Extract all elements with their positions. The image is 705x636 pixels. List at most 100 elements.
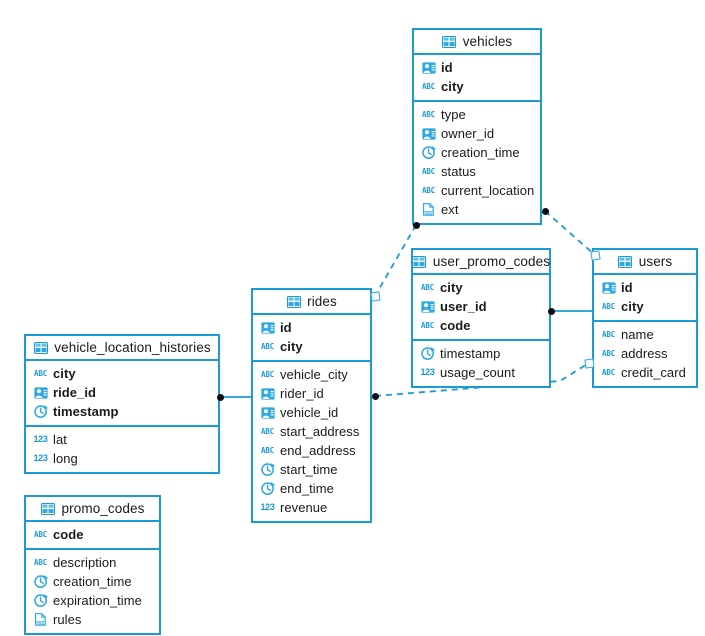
column-name: id [441,60,453,75]
table-title: rides [307,294,337,309]
column-row[interactable]: timestamp [413,344,549,363]
id-card-icon [421,61,436,74]
relationship-source-dot [216,393,224,401]
json-file-icon: JSON [421,203,436,216]
column-name: end_address [280,443,356,458]
id-card-icon [601,281,616,294]
column-row[interactable]: expiration_time [26,591,159,610]
column-row[interactable]: ABC name [594,325,696,344]
column-row[interactable]: owner_id [414,124,540,143]
relationship-vehicles-to-users[interactable] [544,210,596,256]
column-row[interactable]: timestamp [26,402,218,421]
column-name: usage_count [440,365,516,380]
id-card-icon [33,386,48,399]
table-header-vehicles[interactable]: vehicles [414,30,540,55]
table-title: vehicles [462,34,513,49]
column-row[interactable]: JSON rules [26,610,159,629]
id-card-icon [421,127,436,140]
column-name: rules [53,612,82,627]
column-name: name [621,327,654,342]
column-row[interactable]: rider_id [253,384,370,403]
column-row[interactable]: start_time [253,460,370,479]
column-name: ride_id [53,385,96,400]
column-row[interactable]: creation_time [26,572,159,591]
relationship-source-dot [371,392,379,400]
table-grid-icon [618,255,633,268]
column-row[interactable]: ride_id [26,383,218,402]
column-name: expiration_time [53,593,142,608]
column-name: timestamp [53,404,119,419]
table-header-promo_codes[interactable]: promo_codes [26,497,159,522]
clock-icon [421,146,436,159]
column-name: city [621,299,644,314]
abc-icon: ABC [422,81,435,91]
123-icon: 123 [33,453,48,463]
abc-icon: ABC [602,367,615,377]
table-title: vehicle_location_histories [54,340,211,355]
column-row[interactable]: creation_time [414,143,540,162]
column-row[interactable]: user_id [413,297,549,316]
column-row[interactable]: id [594,278,696,297]
column-row[interactable]: end_time [253,479,370,498]
relationship-target-square [583,357,595,369]
column-name: type [441,107,466,122]
column-name: lat [53,432,67,447]
abc-icon: ABC [602,329,615,339]
abc-icon: ABC [422,185,435,195]
column-row[interactable]: id [253,318,370,337]
column-name: vehicle_city [280,367,348,382]
json-file-icon: JSON [33,613,48,626]
clock-icon [260,482,275,495]
column-name: credit_card [621,365,686,380]
id-card-icon [420,300,435,313]
relationship-vehicles-to-user_promo_codes[interactable] [374,224,417,297]
table-header-vehicle_location_histories[interactable]: vehicle_location_histories [26,336,218,361]
column-row[interactable]: id [414,58,540,77]
column-name: description [53,555,117,570]
column-row[interactable]: ABC description [26,553,159,572]
column-row[interactable]: vehicle_id [253,403,370,422]
column-row[interactable]: ABC city [594,297,696,316]
clock-icon [33,594,48,607]
column-name: start_time [280,462,338,477]
table-header-rides[interactable]: rides [253,290,370,315]
table-title: user_promo_codes [432,254,551,269]
table-grid-icon [442,35,457,48]
abc-icon: ABC [34,557,47,567]
abc-icon: ABC [602,301,615,311]
table-grid-icon [41,502,56,515]
abc-icon: ABC [34,368,47,378]
table-header-users[interactable]: users [594,250,696,275]
column-row[interactable]: ABC credit_card [594,363,696,382]
table-header-user_promo_codes[interactable]: user_promo_codes [412,250,551,275]
